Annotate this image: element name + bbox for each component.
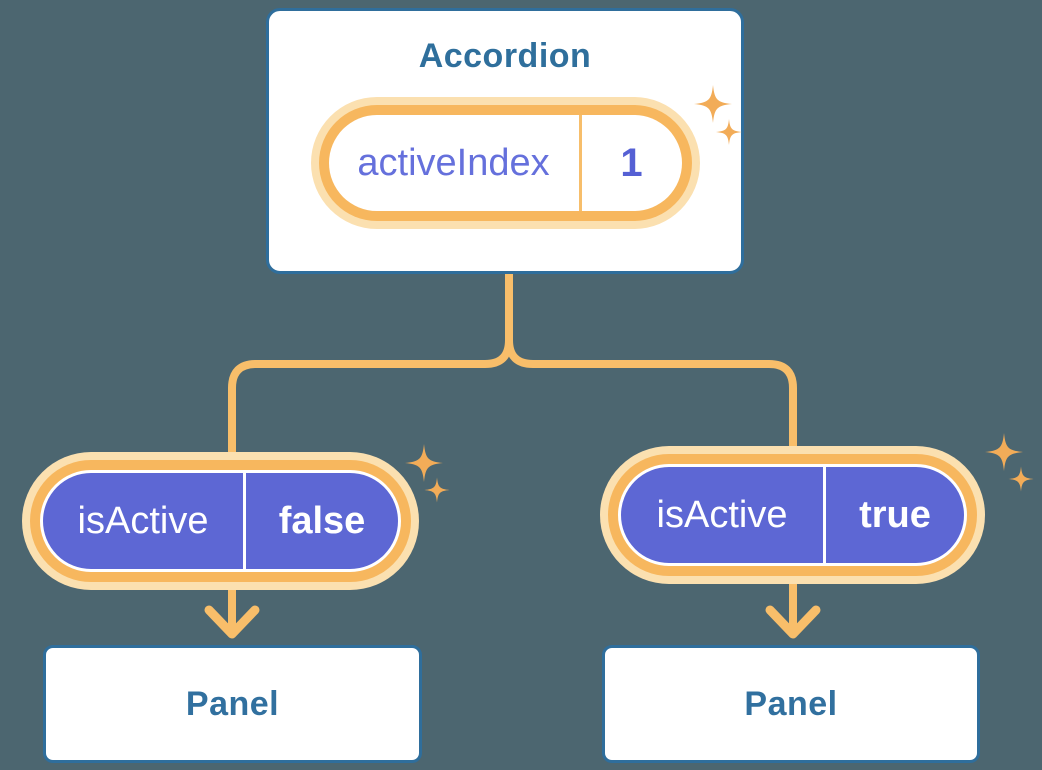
panel-component-card-left: Panel <box>43 645 422 763</box>
prop-name-label: isActive <box>77 499 209 542</box>
panel-title: Panel <box>185 684 280 723</box>
prop-pill-is-active-false: isActive false <box>22 452 419 590</box>
sparkle-icon <box>985 433 1034 492</box>
active-index-state-pill: activeIndex 1 <box>310 97 700 229</box>
arrowhead-left-icon <box>204 605 260 639</box>
prop-pill-ring: isActive false <box>30 460 411 582</box>
prop-value-label: false <box>278 499 366 542</box>
prop-pill-body: isActive true <box>618 464 967 566</box>
arrowhead-right-icon <box>765 605 821 639</box>
state-value-label: 1 <box>620 140 643 185</box>
state-pill-ring: activeIndex 1 <box>318 105 692 221</box>
prop-pill-body: isActive false <box>40 470 401 572</box>
prop-pill-ring: isActive true <box>608 454 977 576</box>
panel-title: Panel <box>744 684 838 723</box>
accordion-component-card: Accordion activeIndex 1 <box>266 8 744 274</box>
prop-pill-is-active-true: isActive true <box>600 446 985 584</box>
accordion-title: Accordion <box>418 37 592 75</box>
pill-divider <box>578 115 582 211</box>
panel-component-card-right: Panel <box>602 645 980 763</box>
state-name-label: activeIndex <box>357 141 550 184</box>
prop-value-label: true <box>859 493 931 536</box>
pill-divider <box>823 467 826 563</box>
prop-name-label: isActive <box>656 493 788 536</box>
state-pill-body: activeIndex 1 <box>328 115 682 211</box>
